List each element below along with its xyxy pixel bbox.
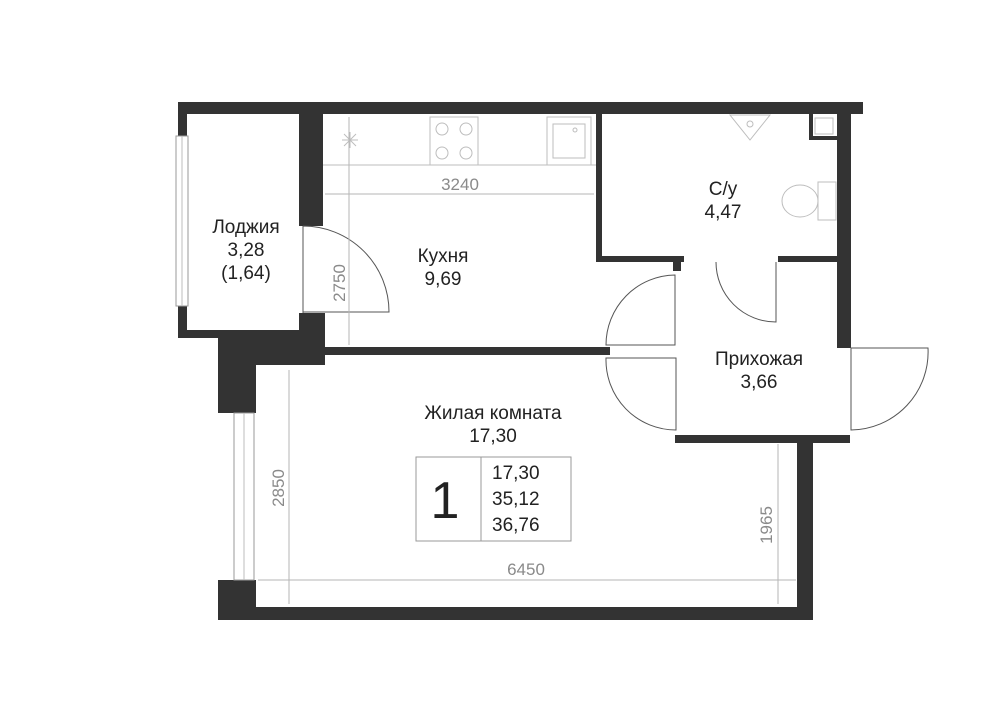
living-area: 17,30 bbox=[469, 426, 517, 447]
loggia-door bbox=[302, 225, 390, 313]
living-name: Жилая комната bbox=[424, 403, 562, 424]
wall-bath-bottom-right bbox=[778, 256, 843, 262]
loggia-area-reduced: (1,64) bbox=[221, 263, 271, 284]
bath-fixtures bbox=[728, 114, 837, 221]
dimension-lines bbox=[258, 117, 796, 604]
kitchen-area: 9,69 bbox=[425, 269, 462, 290]
wall-bath-left bbox=[596, 114, 602, 262]
hall-living-door bbox=[605, 357, 677, 431]
wall-bath-bottom-left bbox=[596, 256, 684, 262]
summary-living-area: 17,30 bbox=[492, 463, 540, 484]
hallway-area: 3,66 bbox=[741, 372, 778, 393]
sink-icon bbox=[546, 116, 592, 166]
dim-living-width: 6450 bbox=[507, 560, 545, 579]
bathroom-area: 4,47 bbox=[705, 202, 742, 223]
doors bbox=[302, 225, 929, 431]
walls bbox=[178, 102, 863, 620]
washbasin-icon bbox=[728, 114, 772, 141]
summary-frame bbox=[415, 456, 572, 542]
dim-hall-to-wall: 1965 bbox=[757, 506, 776, 544]
loggia-name: Лоджия bbox=[212, 217, 279, 238]
toilet-icon bbox=[781, 181, 837, 221]
dim-kitchen-depth: 2750 bbox=[330, 264, 349, 302]
kitchen-fixtures bbox=[323, 116, 596, 166]
windows bbox=[175, 135, 255, 581]
wall-hallway-bottom bbox=[675, 435, 850, 443]
hallway-name: Прихожая bbox=[715, 349, 803, 370]
wall-bottom bbox=[218, 607, 813, 620]
wall-shaft-bottom bbox=[809, 136, 839, 140]
living-door bbox=[605, 274, 676, 346]
wall-kitchen-living-thick bbox=[438, 347, 610, 355]
shaft-box bbox=[814, 117, 834, 135]
loggia-area: 3,28 bbox=[228, 240, 265, 261]
wall-right-upper bbox=[837, 102, 851, 348]
kitchen-name: Кухня bbox=[418, 246, 469, 267]
wall-living-left-upper bbox=[218, 333, 256, 413]
entrance-door bbox=[850, 347, 929, 431]
wall-top bbox=[178, 102, 863, 114]
bath-door bbox=[715, 261, 777, 323]
summary-total-area: 35,12 bbox=[492, 489, 540, 510]
area-summary: 1 17,30 35,12 36,76 bbox=[415, 456, 572, 542]
wall-bath-stub bbox=[673, 256, 681, 271]
bathroom-name: С/у bbox=[709, 179, 738, 200]
stove-icon bbox=[429, 116, 479, 166]
wall-kitchen-living bbox=[255, 347, 610, 355]
summary-total-with-loggia: 36,76 bbox=[492, 515, 540, 536]
dim-kitchen-width: 3240 bbox=[441, 175, 479, 194]
wall-shaft-left bbox=[809, 112, 813, 140]
rooms-count: 1 bbox=[431, 472, 460, 530]
wall-loggia-kitchen-upper bbox=[299, 102, 323, 226]
wall-right-lower bbox=[797, 440, 813, 620]
dim-living-depth: 2850 bbox=[269, 469, 288, 507]
fridge-icon bbox=[342, 132, 358, 148]
